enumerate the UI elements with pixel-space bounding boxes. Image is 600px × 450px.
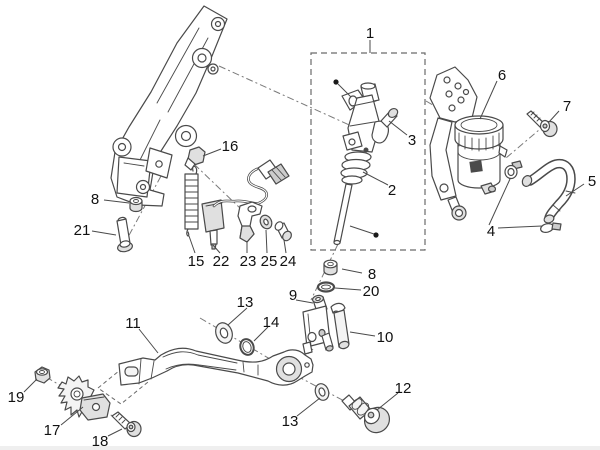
reservoir-drawing <box>454 115 508 195</box>
bushing-8-center-drawing <box>323 259 338 276</box>
page-bottom-rule <box>0 446 600 450</box>
return-spring-drawing <box>184 165 199 237</box>
master-cylinder-drawing <box>333 79 399 246</box>
bushing-8-left-drawing <box>129 196 143 213</box>
hose-clamp-lower-drawing <box>540 222 562 233</box>
callout-18: 18 <box>92 433 109 450</box>
clevis-pin-10-drawing <box>321 302 350 352</box>
callout-2: 2 <box>388 182 396 199</box>
callout-9: 9 <box>289 287 297 304</box>
pushrod-drawing <box>333 183 353 244</box>
callout-8-left: 8 <box>91 191 99 208</box>
callout-4: 4 <box>487 223 495 240</box>
lever-bracket-drawing <box>237 201 263 243</box>
washer-25-drawing <box>259 214 273 230</box>
callout-8-center: 8 <box>368 266 376 283</box>
pin-24-drawing <box>274 221 292 242</box>
callout-12: 12 <box>395 380 412 397</box>
callout-11: 11 <box>125 315 141 332</box>
footrest-bracket-drawing <box>110 5 228 207</box>
callout-21: 21 <box>74 222 91 239</box>
washer-13-upper-drawing <box>215 322 233 344</box>
o-ring-20-drawing <box>316 281 336 293</box>
callout-19: 19 <box>8 389 25 406</box>
pivot-bolt-12-drawing <box>341 394 391 434</box>
callout-6: 6 <box>498 67 506 84</box>
brake-pedal-drawing <box>118 347 314 386</box>
switch-body-drawing <box>201 199 225 250</box>
callout-5: 5 <box>588 173 596 190</box>
callout-1: 1 <box>366 25 374 42</box>
callout-13-lower: 13 <box>282 413 299 430</box>
hose-drawing <box>521 158 576 224</box>
toe-peg-17-drawing <box>57 375 111 421</box>
callout-labels: 1 2 3 4 5 6 7 8 8 9 10 11 12 13 13 14 15… <box>8 25 597 450</box>
callout-24: 24 <box>280 253 297 270</box>
callout-17: 17 <box>44 422 61 439</box>
assembly-group-box <box>310 52 426 251</box>
callout-22: 22 <box>213 253 230 270</box>
callout-16: 16 <box>222 138 239 155</box>
heel-guard-drawing <box>429 66 478 221</box>
callout-7: 7 <box>563 98 571 115</box>
hose-clamp-upper-drawing <box>504 160 523 180</box>
washer-13-lower-drawing <box>314 383 330 401</box>
callout-25: 25 <box>261 253 278 270</box>
bolt-7-drawing <box>526 110 558 138</box>
callout-15: 15 <box>188 253 205 270</box>
wire-and-connector-drawing <box>212 159 290 208</box>
callout-3: 3 <box>408 132 416 149</box>
nut-19-drawing <box>34 366 51 384</box>
callout-20: 20 <box>363 283 380 300</box>
callout-23: 23 <box>240 253 257 270</box>
bolt-21-drawing <box>116 216 133 253</box>
o-ring-14-drawing <box>239 338 255 356</box>
callout-10: 10 <box>377 329 394 346</box>
callout-14: 14 <box>263 314 280 331</box>
callout-13-upper: 13 <box>237 294 254 311</box>
leader-lines <box>23 40 585 437</box>
bolt-18-drawing <box>111 411 142 438</box>
